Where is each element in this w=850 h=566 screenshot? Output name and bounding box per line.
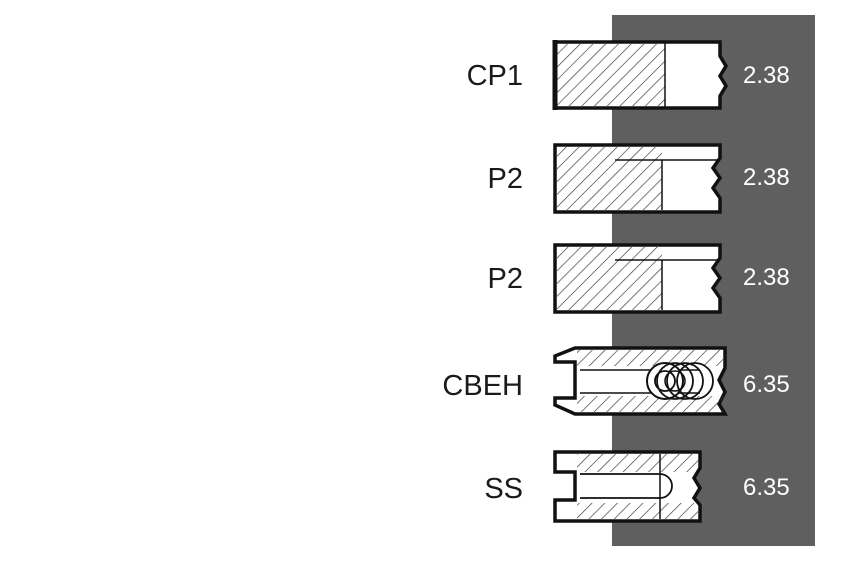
ring-width-value-5: 6.35 bbox=[743, 474, 790, 501]
ring-width-value-3: 2.38 bbox=[743, 264, 790, 291]
ring-label-4: CBEH bbox=[442, 370, 523, 402]
ring-profile-5 bbox=[553, 450, 703, 523]
ring-label-3: P2 bbox=[487, 263, 523, 295]
ring-width-value-1: 2.38 bbox=[743, 62, 790, 89]
ring-profile-2 bbox=[553, 143, 723, 214]
ring-profile-4 bbox=[553, 346, 729, 416]
ring-width-value-2: 2.38 bbox=[743, 164, 790, 191]
ring-label-5: SS bbox=[484, 473, 523, 505]
ring-profile-1 bbox=[552, 40, 729, 110]
ring-label-2: P2 bbox=[487, 163, 523, 195]
ring-width-value-4: 6.35 bbox=[743, 371, 790, 398]
ring-profile-3 bbox=[553, 243, 723, 314]
ring-label-1: CP1 bbox=[466, 60, 523, 92]
